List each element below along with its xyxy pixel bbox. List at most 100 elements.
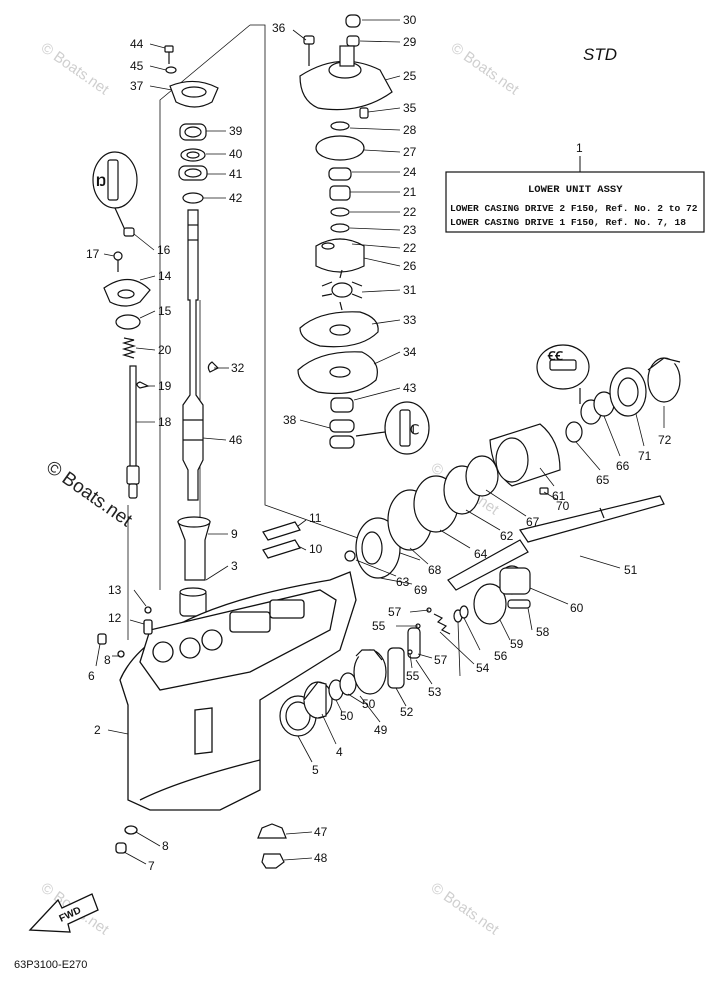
leader-lines [95, 19, 665, 865]
callout-22b: 22 [403, 241, 417, 255]
callout-13: 13 [108, 583, 122, 597]
callout-numbers: 30 29 25 35 28 27 24 21 22 23 22 26 31 3… [86, 13, 672, 873]
callout-34: 34 [403, 345, 417, 359]
callout-53: 53 [428, 685, 442, 699]
watermark-text-large: © Boats.net [42, 457, 136, 532]
callout-69: 69 [414, 583, 428, 597]
diagram-code: 63P3100-E270 [14, 959, 87, 971]
callout-43: 43 [403, 381, 417, 395]
callout-30: 30 [403, 13, 417, 27]
callout-16: 16 [157, 243, 171, 257]
callout-3: 3 [231, 559, 238, 573]
callout-55b: 55 [406, 669, 420, 683]
svg-text:ℂ: ℂ [410, 422, 419, 437]
callout-31: 31 [403, 283, 417, 297]
callout-12: 12 [108, 611, 122, 625]
callout-42: 42 [229, 191, 243, 205]
callout-62: 62 [500, 529, 514, 543]
watermark-text: © Boats.net [428, 879, 503, 938]
callout-49: 49 [374, 723, 388, 737]
callout-56: 56 [494, 649, 508, 663]
assembly-info-box: 1 LOWER UNIT ASSY LOWER CASING DRIVE 2 F… [445, 141, 705, 233]
callout-52: 52 [400, 705, 414, 719]
callout-8: 8 [104, 653, 111, 667]
callout-45: 45 [130, 59, 144, 73]
callout-15: 15 [158, 304, 172, 318]
callout-20: 20 [158, 343, 172, 357]
callout-61: 61 [552, 489, 566, 503]
callout-70: 70 [556, 499, 570, 513]
callout-27: 27 [403, 145, 417, 159]
callout-41: 41 [229, 167, 243, 181]
svg-text:ꞒꞒ: ꞒꞒ [547, 349, 563, 363]
watermark-text: © Boats.net [38, 39, 113, 98]
callout-71: 71 [638, 449, 652, 463]
callout-65: 65 [596, 473, 610, 487]
assembly-line-1: LOWER CASING DRIVE 2 F150, Ref. No. 2 to… [450, 203, 698, 214]
shift-rod-parts: Ŋ [92, 151, 151, 499]
callout-28: 28 [403, 123, 417, 137]
forward-direction-indicator: FWD [28, 893, 99, 933]
svg-text:Ŋ: Ŋ [96, 173, 106, 189]
water-pump-parts: ℂ [297, 14, 430, 455]
callout-66: 66 [616, 459, 630, 473]
assembly-line-2: LOWER CASING DRIVE 1 F150, Ref. No. 7, 1… [450, 217, 686, 228]
callout-72: 72 [658, 433, 672, 447]
callout-39: 39 [229, 124, 243, 138]
callout-5: 5 [312, 763, 319, 777]
callout-67: 67 [526, 515, 540, 529]
callout-10: 10 [309, 542, 323, 556]
callout-6: 6 [88, 669, 95, 683]
callout-36: 36 [272, 21, 286, 35]
callout-60: 60 [570, 601, 584, 615]
callout-68: 68 [428, 563, 442, 577]
callout-58: 58 [536, 625, 550, 639]
callout-9: 9 [231, 527, 238, 541]
callout-22: 22 [403, 205, 417, 219]
gear-train-parts: ꞒꞒ [257, 344, 681, 869]
callout-54: 54 [476, 661, 490, 675]
callout-63: 63 [396, 575, 410, 589]
callout-47: 47 [314, 825, 328, 839]
callout-40: 40 [229, 147, 243, 161]
lower-casing [97, 571, 357, 854]
callout-21: 21 [403, 185, 417, 199]
callout-32: 32 [231, 361, 245, 375]
callout-23: 23 [403, 223, 417, 237]
callout-29: 29 [403, 35, 417, 49]
callout-38: 38 [283, 413, 297, 427]
callout-24: 24 [403, 165, 417, 179]
callout-4: 4 [336, 745, 343, 759]
callout-46: 46 [229, 433, 243, 447]
callout-57: 57 [388, 605, 402, 619]
callout-55: 55 [372, 619, 386, 633]
callout-7: 7 [148, 859, 155, 873]
assembly-ref-number: 1 [576, 141, 583, 155]
callout-50b: 50 [362, 697, 376, 711]
callout-35: 35 [403, 101, 417, 115]
callout-44: 44 [130, 37, 144, 51]
callout-8b: 8 [162, 839, 169, 853]
watermark-text: © Boats.net [448, 39, 523, 98]
callout-11: 11 [309, 511, 322, 525]
callout-48: 48 [314, 851, 328, 865]
std-label: STD [583, 45, 617, 64]
assembly-title: LOWER UNIT ASSY [528, 184, 623, 196]
callout-25: 25 [403, 69, 417, 83]
callout-14: 14 [158, 269, 172, 283]
callout-64: 64 [474, 547, 488, 561]
callout-50: 50 [340, 709, 354, 723]
callout-17: 17 [86, 247, 100, 261]
callout-26: 26 [403, 259, 417, 273]
callout-33: 33 [403, 313, 417, 327]
callout-59: 59 [510, 637, 524, 651]
callout-18: 18 [158, 415, 172, 429]
callout-51: 51 [624, 563, 638, 577]
callout-2: 2 [94, 723, 101, 737]
callout-19: 19 [158, 379, 172, 393]
callout-37: 37 [130, 79, 144, 93]
drive-shaft-parts [164, 45, 301, 617]
callout-57b: 57 [434, 653, 448, 667]
